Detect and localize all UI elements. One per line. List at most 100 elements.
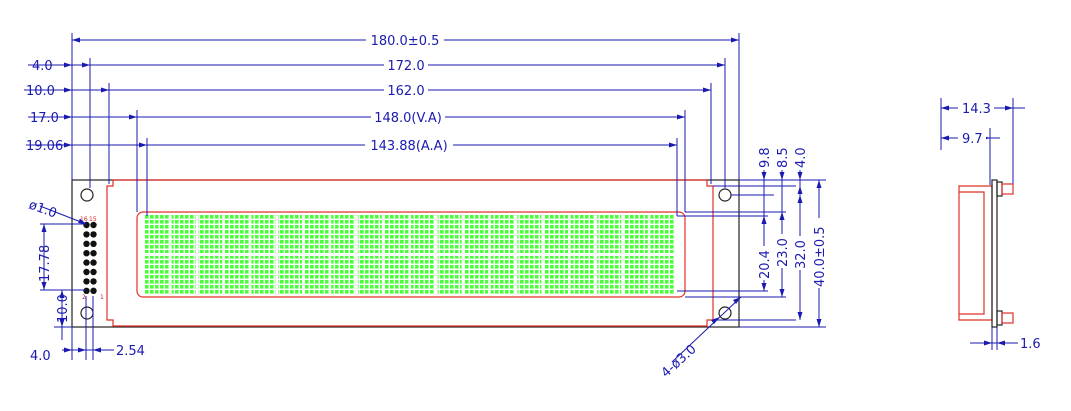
dim-height-va: 23.0: [776, 238, 791, 267]
character-cell: [544, 214, 568, 253]
character-grid: [145, 214, 675, 295]
connector-pin: [90, 287, 97, 294]
character-cell: [650, 256, 675, 295]
character-cell: [570, 256, 595, 295]
character-cell: [570, 214, 595, 253]
character-cell: [198, 256, 223, 295]
side-view: 14.3 9.7 1.6: [940, 98, 1041, 352]
dim-left-bezel-offset: 10.0: [26, 84, 55, 99]
front-view: 16 15 2 1 180.0±0.5: [24, 32, 828, 381]
connector-pin: [83, 231, 90, 238]
side-pin-top-lead: [1001, 183, 1014, 195]
connector-pin: [90, 259, 97, 266]
connector-pin: [90, 231, 97, 238]
character-cell: [623, 256, 648, 295]
dim-pin-bottom: 10.0: [56, 294, 71, 323]
character-cell: [597, 256, 622, 295]
connector-pin: [90, 278, 97, 285]
side-pin-bottom: [996, 310, 1003, 326]
mount-hole-callout: 4-ø3.0: [659, 296, 742, 381]
character-cell: [517, 214, 542, 253]
character-cell: [437, 256, 462, 295]
dim-right-4-0: 4.0: [794, 147, 809, 168]
character-cell: [224, 256, 249, 295]
character-cell: [650, 214, 675, 253]
character-cell: [464, 256, 489, 295]
module-outline: [71, 179, 740, 328]
dim-left-va-offset: 17.0: [30, 111, 59, 126]
character-cell: [357, 214, 382, 253]
connector-pin: [83, 278, 90, 285]
character-cell: [171, 214, 196, 253]
connector-pin: [83, 268, 90, 276]
mount-hole-bottom-right: [718, 306, 732, 320]
pin-label-2: 2: [82, 294, 86, 301]
character-cell: [490, 214, 515, 253]
character-cell: [278, 214, 302, 253]
character-cell: [304, 256, 329, 295]
character-cell: [145, 256, 169, 295]
dim-overall-height: 40.0±0.5: [813, 226, 828, 287]
side-pcb: [991, 179, 998, 328]
dim-height-aa: 20.4: [758, 250, 773, 279]
bezel-outline: [106, 179, 714, 327]
side-pin-top: [996, 181, 1003, 197]
character-cell: [304, 214, 329, 253]
dim-mount-holes: 4-ø3.0: [659, 342, 700, 381]
connector-pin: [90, 250, 97, 257]
character-cell: [171, 256, 196, 295]
character-cell: [331, 214, 356, 253]
dim-pin-hole-dia: ø1.0: [27, 198, 59, 222]
dim-right-8-5: 8.5: [776, 147, 791, 168]
character-cell: [544, 256, 568, 295]
connector-pin: [83, 250, 90, 257]
dim-pin-pitch: 2.54: [116, 344, 145, 359]
mount-hole-top-left: [80, 188, 94, 202]
top-dimensions: 180.0±0.5 172.0 4.0 162.0 10.0 148.0(V.A…: [24, 32, 740, 216]
character-cell: [251, 214, 276, 253]
pin-label-1: 1: [100, 294, 104, 301]
pin-label-15: 15: [89, 216, 97, 223]
character-cell: [623, 214, 648, 253]
character-cell: [251, 256, 276, 295]
character-cell: [490, 256, 515, 295]
character-cell: [464, 214, 489, 253]
character-cell: [145, 214, 169, 253]
dim-total-depth: 14.3: [962, 102, 991, 117]
dim-module-depth: 9.7: [962, 132, 983, 147]
character-cell: [224, 214, 249, 253]
connector-pin: [90, 221, 97, 229]
character-cell: [278, 256, 302, 295]
dim-hole-pitch: 172.0: [387, 59, 424, 74]
character-cell: [411, 256, 435, 295]
character-cell: [437, 214, 462, 253]
view-area-outline: [136, 211, 686, 298]
character-cell: [517, 256, 542, 295]
connector-pin: [83, 240, 90, 247]
dim-height-bezel: 32.0: [794, 240, 809, 269]
dim-left-hole-offset: 4.0: [32, 59, 53, 74]
character-cell: [597, 214, 622, 253]
connector-pin: [90, 240, 97, 247]
connector-pin: [90, 268, 97, 276]
dim-left-aa-offset: 19.06: [26, 139, 63, 154]
right-dimensions: 9.8 8.5 4.0 20.4 23.0: [677, 147, 828, 328]
dim-pcb-thickness: 1.6: [1020, 337, 1041, 352]
mount-hole-top-right: [718, 188, 732, 202]
side-bezel: [958, 185, 993, 321]
dim-overall-width: 180.0±0.5: [371, 34, 440, 49]
dim-right-9-8: 9.8: [758, 147, 773, 168]
character-cell: [357, 256, 382, 295]
side-pin-bottom-lead: [1001, 312, 1014, 324]
pin-label-16: 16: [80, 216, 88, 223]
mount-hole-bottom-left: [80, 306, 94, 320]
dim-view-area: 148.0(V.A): [374, 111, 442, 126]
character-cell: [198, 214, 223, 253]
dim-bezel-width: 162.0: [387, 84, 424, 99]
dim-pin-left: 4.0: [30, 349, 51, 364]
character-cell: [384, 214, 409, 253]
character-cell: [331, 256, 356, 295]
character-cell: [411, 214, 435, 253]
character-cell: [384, 256, 409, 295]
